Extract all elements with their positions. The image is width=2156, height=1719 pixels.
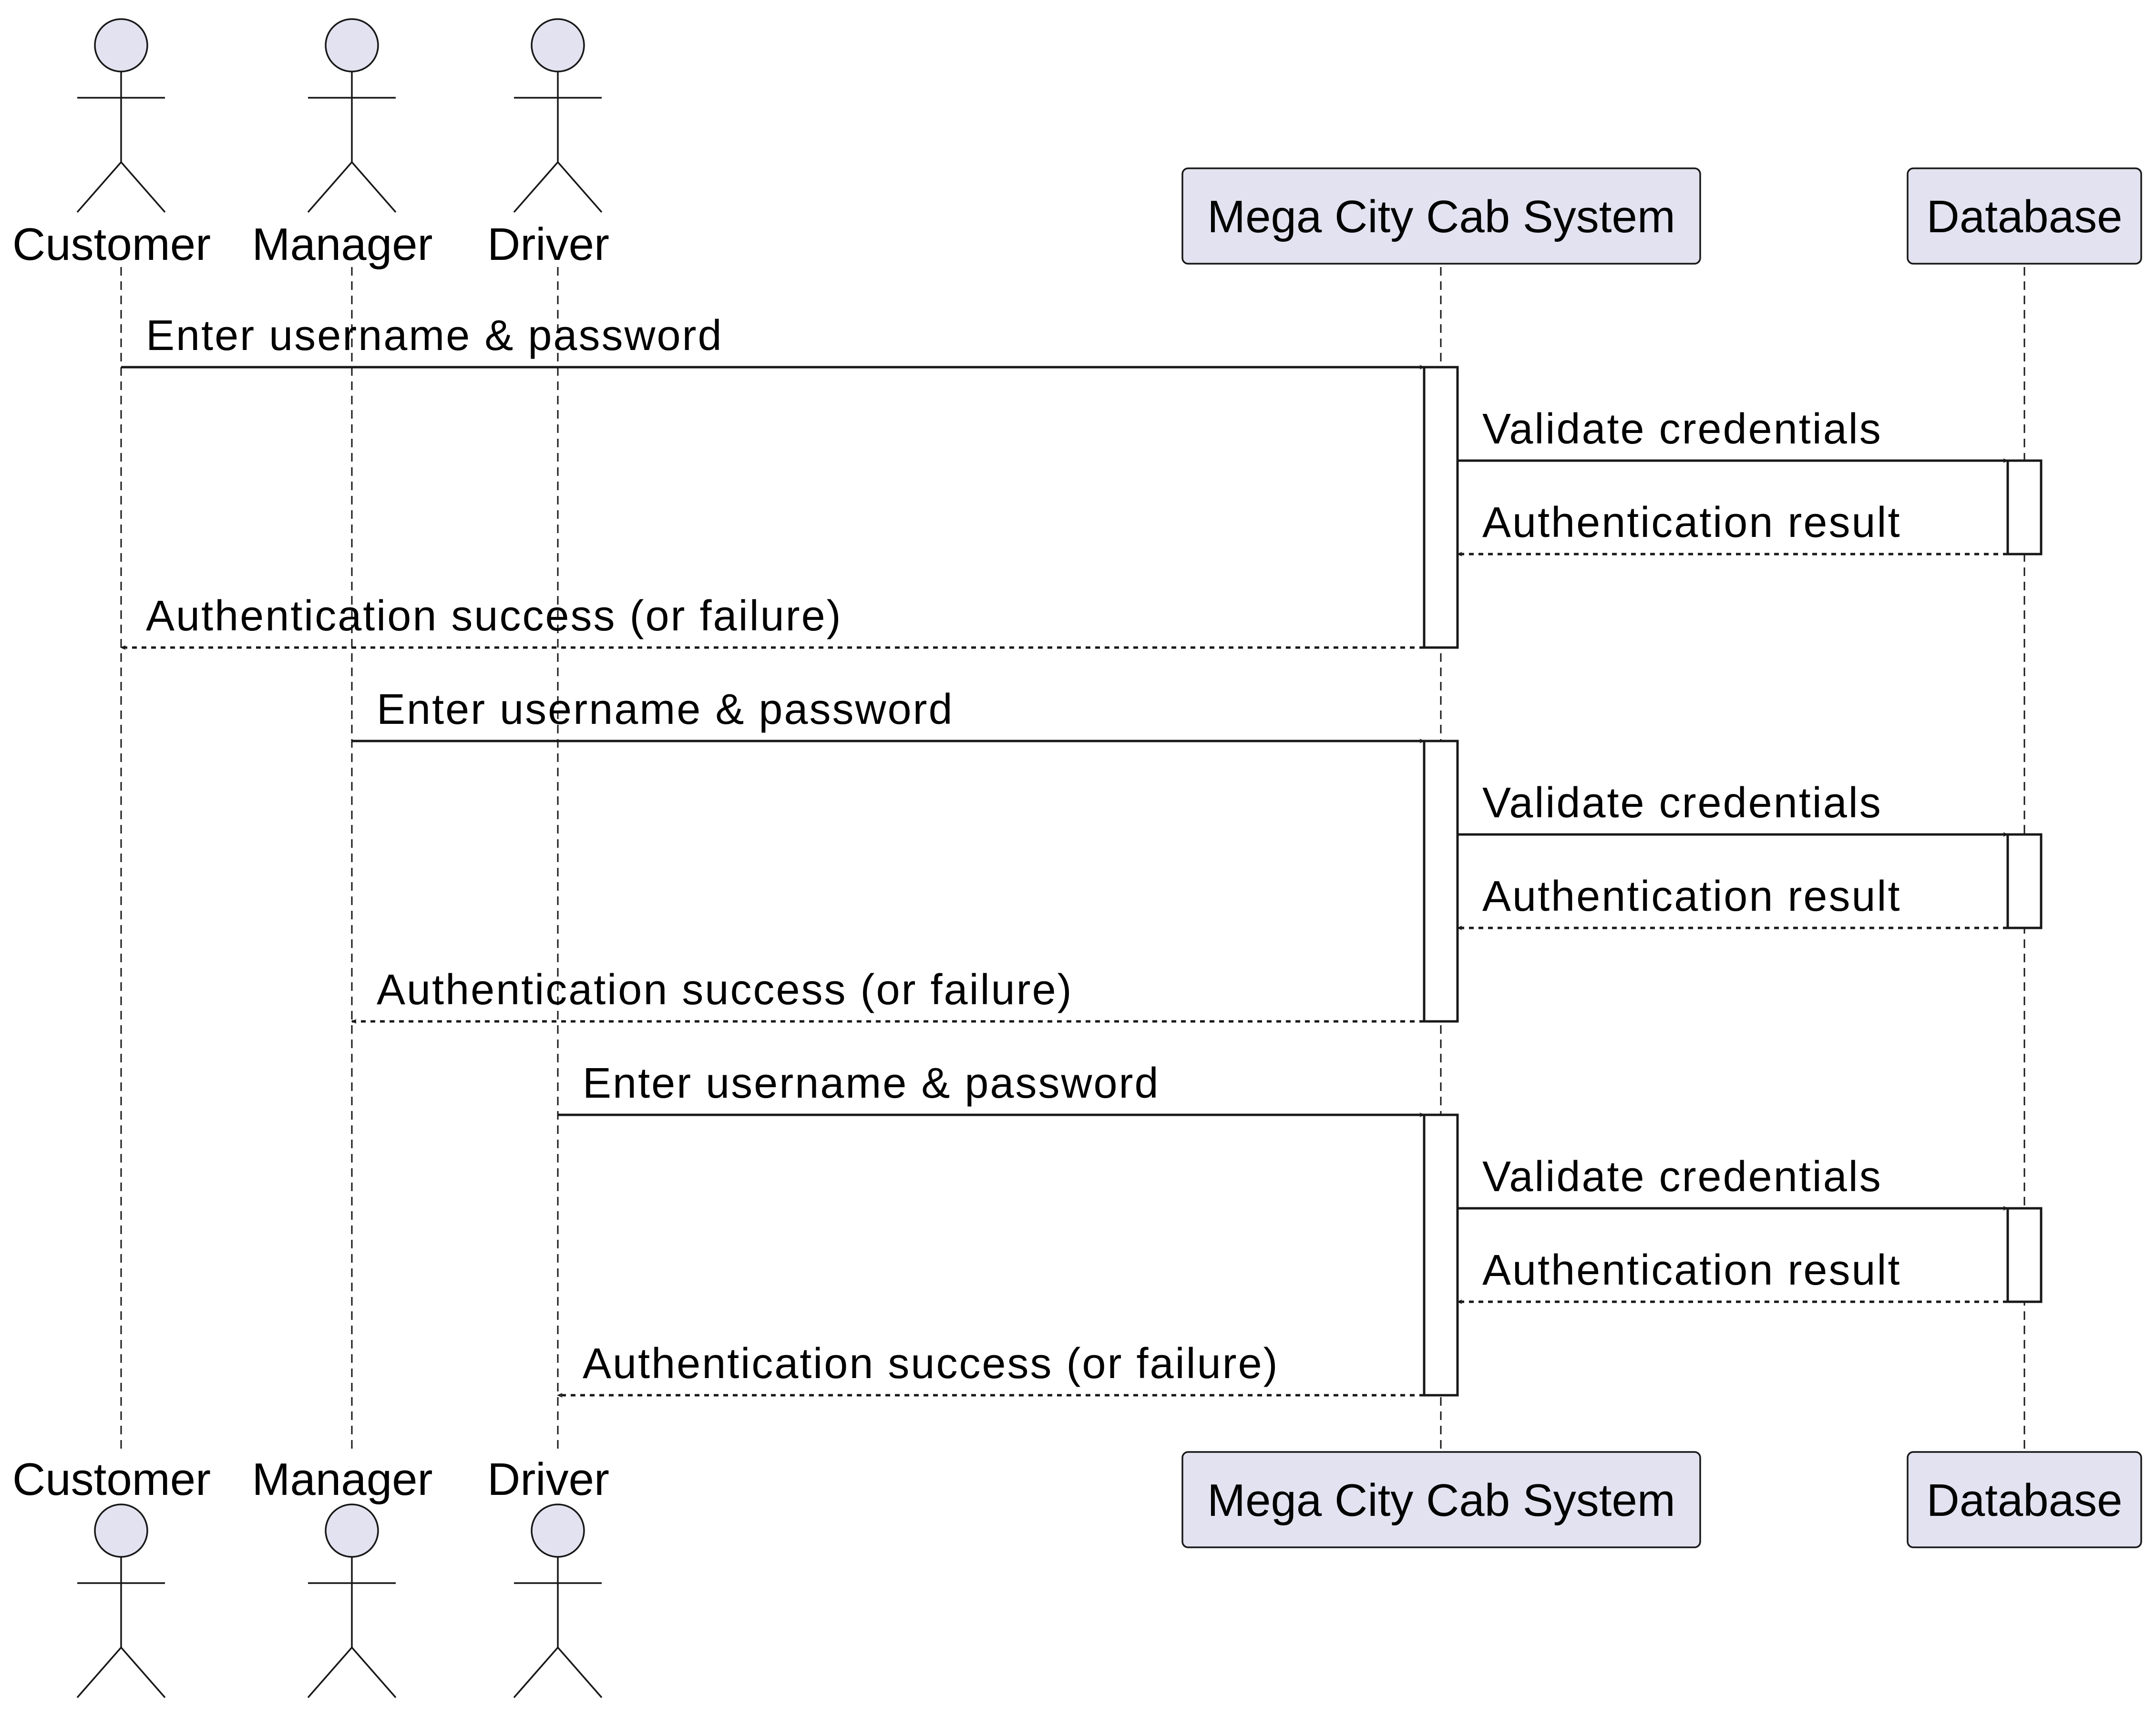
- message-label: Enter username & password: [377, 686, 954, 733]
- actor-manager-top: Manager: [252, 18, 433, 270]
- actor-name: Customer: [12, 219, 211, 270]
- actor-name: Driver: [487, 1454, 609, 1505]
- message-label: Authentication result: [1482, 1246, 1901, 1294]
- message-label: Validate credentials: [1482, 1153, 1882, 1201]
- actor-figure-icon: [76, 1503, 166, 1698]
- message-label: Authentication result: [1482, 873, 1901, 920]
- actor-figure-icon: [76, 18, 166, 213]
- actor-driver-top: Driver: [487, 18, 609, 270]
- participant-box: [1907, 1451, 2142, 1548]
- participant-name: Database: [1927, 1475, 2123, 1526]
- message-5: Enter username & password: [352, 686, 1425, 743]
- participant-name: Mega City Cab System: [1207, 1475, 1675, 1526]
- actor-name: Customer: [12, 1454, 211, 1505]
- message-3: Authentication result: [1457, 499, 2008, 556]
- participant-name: Mega City Cab System: [1207, 191, 1675, 242]
- actor-customer-bottom: Customer: [12, 1454, 211, 1698]
- message-label: Authentication success (or failure): [146, 592, 842, 640]
- participant-heads: CustomerCustomerManagerManagerDriverDriv…: [12, 18, 2142, 1698]
- activation-bar-system: [1423, 740, 1459, 1023]
- activation-bar-system: [1423, 366, 1459, 649]
- participant-database-bottom: Database: [1907, 1451, 2142, 1548]
- activation-bar-database: [2006, 459, 2043, 556]
- message-12: Authentication success (or failure): [557, 1340, 1424, 1398]
- message-label: Validate credentials: [1482, 405, 1882, 453]
- actor-figure-icon: [307, 18, 397, 213]
- actor-name: Driver: [487, 219, 609, 270]
- participant-database-top: Database: [1907, 167, 2142, 265]
- activation-bar-database: [2006, 1207, 2043, 1303]
- message-label: Enter username & password: [583, 1060, 1160, 1107]
- participant-name: Database: [1927, 191, 2123, 242]
- message-7: Authentication result: [1457, 873, 2008, 930]
- message-11: Authentication result: [1457, 1246, 2008, 1304]
- actor-driver-bottom: Driver: [487, 1454, 609, 1698]
- message-8: Authentication success (or failure): [351, 966, 1424, 1024]
- activation-bar-system: [1423, 1113, 1459, 1397]
- actor-customer-top: Customer: [12, 18, 211, 270]
- message-2: Validate credentials: [1458, 405, 2009, 463]
- message-label: Enter username & password: [146, 312, 723, 360]
- actor-figure-icon: [513, 18, 603, 213]
- message-label: Validate credentials: [1482, 779, 1882, 827]
- activation-bars: [1423, 366, 2043, 1397]
- message-9: Enter username & password: [558, 1060, 1425, 1117]
- actor-name: Manager: [252, 219, 433, 270]
- message-10: Validate credentials: [1458, 1153, 2009, 1211]
- actor-manager-bottom: Manager: [252, 1454, 433, 1698]
- message-4: Authentication success (or failure): [120, 592, 1424, 650]
- participant-box: [1181, 1451, 1701, 1548]
- message-label: Authentication success (or failure): [583, 1340, 1279, 1388]
- participant-system-top: Mega City Cab System: [1181, 167, 1701, 265]
- message-6: Validate credentials: [1458, 779, 2009, 837]
- message-label: Authentication success (or failure): [377, 966, 1073, 1014]
- actor-figure-icon: [307, 1503, 397, 1698]
- participant-box: [1181, 167, 1701, 265]
- message-1: Enter username & password: [121, 312, 1425, 370]
- participant-system-bottom: Mega City Cab System: [1181, 1451, 1701, 1548]
- actor-figure-icon: [513, 1503, 603, 1698]
- actor-name: Manager: [252, 1454, 433, 1505]
- activation-bar-database: [2006, 833, 2043, 929]
- participant-box: [1907, 167, 2142, 265]
- message-label: Authentication result: [1482, 499, 1901, 546]
